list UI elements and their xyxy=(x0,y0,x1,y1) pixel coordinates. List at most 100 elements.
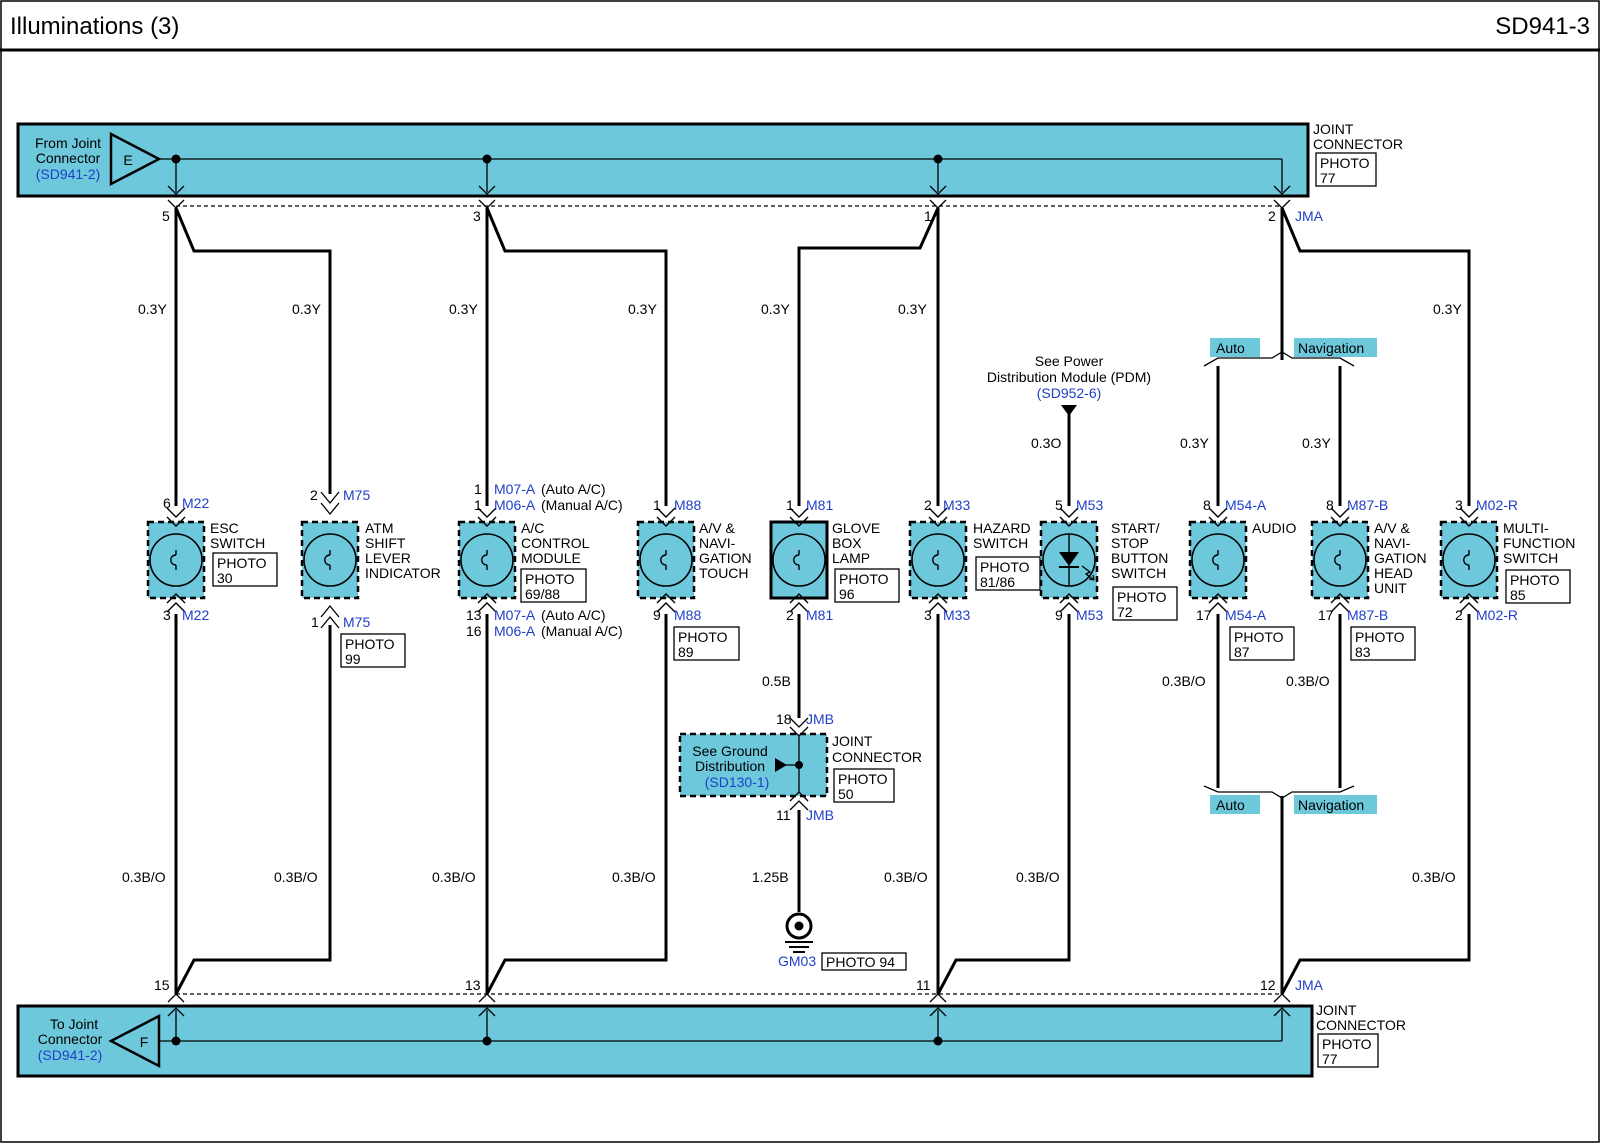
svg-text:16: 16 xyxy=(466,623,482,639)
svg-text:NAVI-: NAVI- xyxy=(699,535,736,551)
svg-text:PHOTO: PHOTO xyxy=(345,636,395,652)
svg-text:PHOTO 94: PHOTO 94 xyxy=(826,954,895,970)
svg-text:AUDIO: AUDIO xyxy=(1252,520,1296,536)
svg-text:M75: M75 xyxy=(343,614,370,630)
svg-text:M53: M53 xyxy=(1076,607,1103,623)
svg-text:M87-B: M87-B xyxy=(1347,497,1388,513)
audio-unit[interactable]: 8 M54-A 17 M54-A AUDIO PHOTO 87 xyxy=(1188,497,1296,661)
bottom-joint-connector: To Joint Connector (SD941-2) F JOINT CON… xyxy=(16,1002,1406,1078)
svg-text:SWITCH: SWITCH xyxy=(210,535,265,551)
svg-text:18: 18 xyxy=(776,711,792,727)
svg-text:LAMP: LAMP xyxy=(832,550,870,566)
svg-text:A/C: A/C xyxy=(521,520,544,536)
wire-labels: 0.3Y 0.3Y 0.3Y 0.3Y 0.3Y 0.3Y 0.3Y 0.3Y … xyxy=(122,301,1462,885)
svg-text:START/: START/ xyxy=(1111,520,1160,536)
svg-text:96: 96 xyxy=(839,586,855,602)
svg-text:13: 13 xyxy=(466,607,482,623)
atm-shift-lever-indicator[interactable]: 2 M75 1 M75 ATM SHIFT LEVER INDICATOR PH… xyxy=(300,487,441,668)
av-navigation-touch[interactable]: 1 M88 9 M88 A/V & NAVI- GATION TOUCH PHO… xyxy=(636,497,752,661)
svg-text:M54-A: M54-A xyxy=(1225,497,1267,513)
svg-text:30: 30 xyxy=(217,570,233,586)
svg-text:Navigation: Navigation xyxy=(1298,797,1364,813)
svg-text:FUNCTION: FUNCTION xyxy=(1503,535,1575,551)
svg-text:0.3B/O: 0.3B/O xyxy=(432,869,476,885)
top-jma-label[interactable]: JMA xyxy=(1295,208,1324,224)
svg-text:0.3Y: 0.3Y xyxy=(292,301,321,317)
svg-text:Auto: Auto xyxy=(1216,797,1245,813)
svg-text:3: 3 xyxy=(924,607,932,623)
pdm-ref-link[interactable]: (SD952-6) xyxy=(1037,385,1102,401)
svg-text:0.3Y: 0.3Y xyxy=(1433,301,1462,317)
multi-function-switch[interactable]: 3 M02-R 2 M02-R MULTI- FUNCTION SWITCH P… xyxy=(1439,497,1575,623)
top-pin-3: 3 xyxy=(473,208,481,224)
svg-text:M54-A: M54-A xyxy=(1225,607,1267,623)
svg-text:TOUCH: TOUCH xyxy=(699,565,749,581)
svg-text:2: 2 xyxy=(786,607,794,623)
svg-text:77: 77 xyxy=(1322,1051,1338,1067)
svg-text:GATION: GATION xyxy=(699,550,752,566)
svg-text:GM03: GM03 xyxy=(778,953,816,969)
bottom-pin-12: 12 xyxy=(1260,977,1276,993)
svg-text:Navigation: Navigation xyxy=(1298,340,1364,356)
svg-text:A/V &: A/V & xyxy=(1374,520,1410,536)
svg-text:17: 17 xyxy=(1196,607,1212,623)
top-pin-2: 2 xyxy=(1268,208,1276,224)
svg-text:0.3Y: 0.3Y xyxy=(138,301,167,317)
svg-text:M22: M22 xyxy=(182,607,209,623)
svg-text:M33: M33 xyxy=(943,607,970,623)
svg-text:8: 8 xyxy=(1203,497,1211,513)
bottom-bus-ref[interactable]: (SD941-2) xyxy=(38,1047,103,1063)
glove-box-lamp[interactable]: 1 M81 2 M81 GLOVE BOX LAMP PHOTO 96 xyxy=(769,497,900,623)
top-pin-1: 1 xyxy=(924,208,932,224)
svg-text:0.3O: 0.3O xyxy=(1031,435,1061,451)
svg-text:0.3Y: 0.3Y xyxy=(628,301,657,317)
top-bus-ref[interactable]: (SD941-2) xyxy=(36,166,101,182)
svg-text:1: 1 xyxy=(653,497,661,513)
bottom-pin-11: 11 xyxy=(916,977,931,993)
svg-text:0.3B/O: 0.3B/O xyxy=(274,869,318,885)
svg-text:PHOTO: PHOTO xyxy=(1322,1036,1372,1052)
svg-text:CONNECTOR: CONNECTOR xyxy=(1316,1017,1406,1033)
svg-text:0.3Y: 0.3Y xyxy=(1302,435,1331,451)
svg-text:0.3B/O: 0.3B/O xyxy=(122,869,166,885)
svg-text:NAVI-: NAVI- xyxy=(1374,535,1411,551)
svg-text:M06-A: M06-A xyxy=(494,623,536,639)
top-pin-5: 5 xyxy=(162,208,170,224)
svg-text:PHOTO: PHOTO xyxy=(678,629,728,645)
svg-text:UNIT: UNIT xyxy=(1374,580,1407,596)
ground-ref-arrow-icon xyxy=(775,758,787,772)
svg-text:81/86: 81/86 xyxy=(980,574,1015,590)
svg-text:M22: M22 xyxy=(182,495,209,511)
hazard-switch[interactable]: 2 M33 3 M33 HAZARD SWITCH PHOTO 81/86 xyxy=(908,497,1041,623)
jmb-joint-connector[interactable]: See Ground Distribution (SD130-1) 18 JMB… xyxy=(678,711,922,823)
svg-text:A/V &: A/V & xyxy=(699,520,735,536)
svg-text:1.25B: 1.25B xyxy=(752,869,789,885)
svg-text:JMB: JMB xyxy=(806,711,834,727)
bottom-jma-label[interactable]: JMA xyxy=(1295,977,1324,993)
svg-text:87: 87 xyxy=(1234,644,1250,660)
svg-text:50: 50 xyxy=(838,786,854,802)
svg-text:JOINT: JOINT xyxy=(1313,121,1354,137)
option-split-bottom: Auto Navigation xyxy=(1203,785,1377,814)
svg-text:See Ground: See Ground xyxy=(692,743,768,759)
start-stop-button-switch[interactable]: 5 M53 9 M53 START/ STOP BUTTON SWITCH PH… xyxy=(1039,497,1178,623)
svg-text:PHOTO: PHOTO xyxy=(839,571,889,587)
svg-text:INDICATOR: INDICATOR xyxy=(365,565,441,581)
diagram-code: SD941-3 xyxy=(1495,13,1590,40)
svg-text:M53: M53 xyxy=(1076,497,1103,513)
svg-text:M81: M81 xyxy=(806,607,833,623)
ac-control-module[interactable]: 1 M07-A (Auto A/C) 1 M06-A (Manual A/C) … xyxy=(457,481,623,639)
av-navigation-head-unit[interactable]: 8 M87-B 17 M87-B A/V & NAVI- GATION HEAD… xyxy=(1310,497,1427,661)
svg-text:SHIFT: SHIFT xyxy=(365,535,406,551)
svg-text:0.3Y: 0.3Y xyxy=(449,301,478,317)
svg-text:17: 17 xyxy=(1318,607,1334,623)
svg-text:M06-A: M06-A xyxy=(494,497,536,513)
bottom-pin-13: 13 xyxy=(465,977,481,993)
esc-switch[interactable]: 6 M22 3 M22 ESC SWITCH PHOTO 30 xyxy=(146,495,278,623)
svg-text:JOINT: JOINT xyxy=(832,733,873,749)
svg-text:99: 99 xyxy=(345,651,361,667)
ground-ref-link[interactable]: (SD130-1) xyxy=(705,774,770,790)
svg-text:0.3B/O: 0.3B/O xyxy=(1162,673,1206,689)
